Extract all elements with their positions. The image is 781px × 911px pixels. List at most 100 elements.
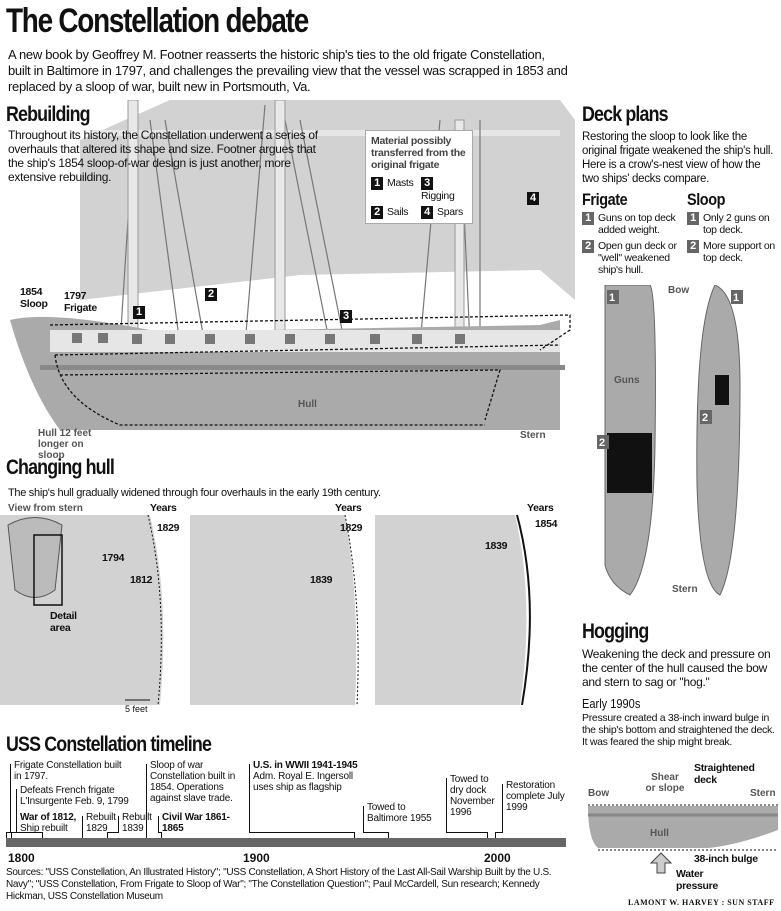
sources: Sources: "USS Constellation, An Illustra… <box>6 867 552 902</box>
bulge-label: 38-inch bulge <box>694 853 758 865</box>
view-from-stern-label: View from stern <box>8 503 83 514</box>
hull-panels <box>0 514 531 706</box>
stern-view-icon <box>7 517 63 606</box>
timeline-tick <box>388 832 389 838</box>
axis-label-1900: 1900 <box>243 851 270 865</box>
hogging-subheading: Early 1990s <box>582 696 641 711</box>
svg-text:2: 2 <box>702 412 708 424</box>
frigate-label: 1797 Frigate <box>64 290 97 314</box>
timeline-tick <box>495 832 496 838</box>
timeline-tick <box>6 832 7 838</box>
legend-title: Material possibly transferred from the o… <box>371 135 466 171</box>
years-label: Years <box>527 502 554 514</box>
material-legend: Material possibly transferred from the o… <box>365 130 473 224</box>
timeline-tick <box>118 816 119 832</box>
marker-spars: 4 <box>527 192 539 205</box>
timeline: Frigate Constellation built in 1797.Defe… <box>0 760 575 850</box>
timeline-event: Towed to Baltimore 1955 <box>367 802 432 824</box>
timeline-tick <box>6 832 11 833</box>
frigate-heading: Frigate <box>582 190 628 209</box>
legend-item: 3Rigging <box>421 177 455 202</box>
timeline-tick <box>16 832 43 833</box>
timeline-tick <box>158 816 159 832</box>
timeline-tick <box>146 764 147 838</box>
svg-text:2: 2 <box>599 437 605 449</box>
hogging-text: Weakening the deck and pressure on the c… <box>582 647 771 689</box>
hogging-subtext: Pressure created a 38-inch inward bulge … <box>582 712 775 748</box>
year-label: 1839 <box>310 574 333 586</box>
detail-area-label: Detail area <box>50 610 77 634</box>
timeline-tick <box>107 832 119 833</box>
timeline-tick <box>249 764 250 832</box>
timeline-tick <box>161 832 162 838</box>
timeline-tick <box>16 789 17 832</box>
timeline-tick <box>107 832 108 838</box>
shear-label: Shear or slope <box>645 772 685 794</box>
hull-note: Hull 12 feet longer on sloop <box>38 428 92 461</box>
scale-label: 5 feet <box>125 704 148 714</box>
axis-label-2000: 2000 <box>484 851 511 865</box>
changing-hull-text: The ship's hull gradually widened throug… <box>8 487 381 499</box>
timeline-event: Defeats French frigate L'Insurgente Feb.… <box>20 785 129 807</box>
page-title: The Constellation debate <box>6 2 309 40</box>
sloop-heading: Sloop <box>687 190 726 209</box>
timeline-tick <box>42 832 43 838</box>
timeline-heading: USS Constellation timeline <box>6 733 212 756</box>
timeline-tick <box>249 832 355 833</box>
rebuilding-heading: Rebuilding <box>6 103 91 126</box>
year-label: 1794 <box>102 552 125 564</box>
deck-plans-heading: Deck plans <box>582 103 669 126</box>
svg-text:1: 1 <box>609 292 615 304</box>
changing-hull-heading: Changing hull <box>6 456 115 479</box>
marker-masts: 1 <box>133 306 145 319</box>
timeline-tick <box>354 832 355 838</box>
year-label: 1854 <box>535 518 558 530</box>
timeline-tick <box>487 832 488 838</box>
stern-label: Stern <box>750 788 776 799</box>
year-label: 1812 <box>130 574 153 586</box>
timeline-tick <box>11 832 17 833</box>
timeline-tick <box>495 832 503 833</box>
stern-label: Stern <box>672 584 698 595</box>
timeline-tick <box>82 816 83 838</box>
hull-label: Hull <box>298 399 317 410</box>
timeline-tick <box>363 832 389 833</box>
timeline-tick <box>446 832 488 833</box>
timeline-tick <box>363 806 364 832</box>
hull-label: Hull <box>650 828 669 839</box>
water-pressure-label: Water pressure <box>676 868 718 892</box>
years-label: Years <box>150 502 177 514</box>
timeline-event: Rebuilt 1829 <box>86 812 116 834</box>
timeline-tick <box>502 784 503 832</box>
credit: LAMONT W. HARVEY : SUN STAFF <box>628 898 775 907</box>
bow-label: Bow <box>588 788 610 799</box>
timeline-tick <box>16 816 17 832</box>
deck-plan-diagram: 1 1 2 2 <box>597 285 743 596</box>
timeline-tick <box>158 832 162 833</box>
hogging-diagram <box>588 804 778 851</box>
axis-label-1800: 1800 <box>8 851 35 865</box>
straightened-deck-label: Straightened deck <box>694 762 755 786</box>
timeline-tick <box>11 832 12 838</box>
hogging-heading: Hogging <box>582 620 649 643</box>
deck-plans-text: Restoring the sloop to look like the ori… <box>582 131 773 185</box>
marker-rigging: 3 <box>340 310 352 323</box>
timeline-event: War of 1812,Ship rebuilt <box>20 812 77 834</box>
intro-text: A new book by Geoffrey M. Footner reasse… <box>8 47 568 94</box>
timeline-tick <box>446 778 447 832</box>
rebuilding-text: Throughout its history, the Constellatio… <box>8 128 318 184</box>
water-pressure-arrow-icon <box>650 852 672 874</box>
timeline-event: Towed to dry dock November 1996 <box>450 774 495 818</box>
timeline-event: Rebuilt 1839 <box>122 812 152 834</box>
years-label: Years <box>335 502 362 514</box>
timeline-tick <box>10 764 11 832</box>
marker-sails: 2 <box>205 288 217 301</box>
svg-text:1: 1 <box>733 292 739 304</box>
timeline-bar <box>6 838 566 847</box>
